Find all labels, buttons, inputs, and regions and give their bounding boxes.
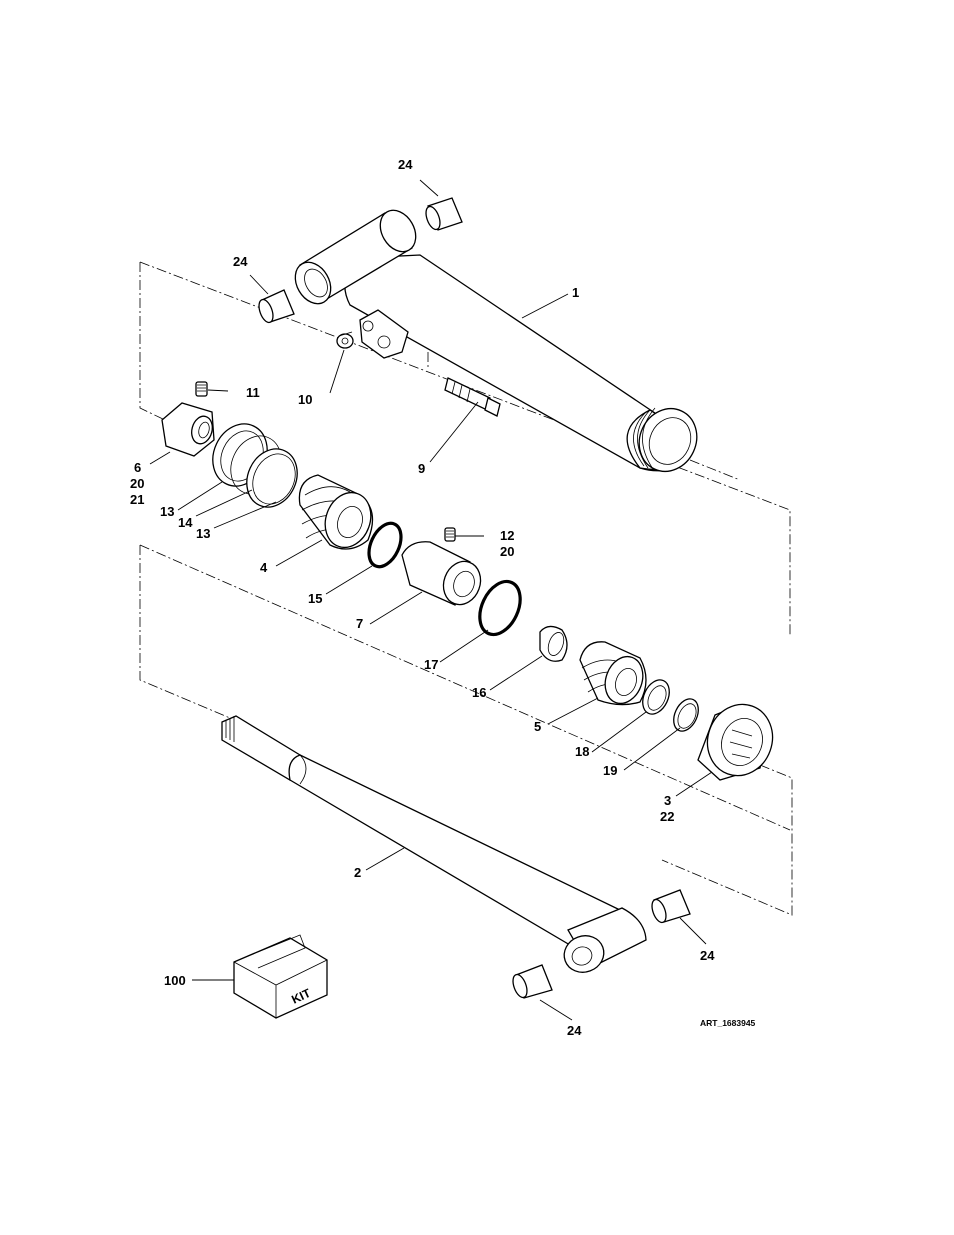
label-6-21: 21: [130, 492, 144, 507]
kit-box: KIT: [234, 935, 327, 1018]
piston-seal-rings: [203, 415, 307, 515]
label-11: 11: [246, 385, 260, 400]
set-screw-11: [196, 382, 207, 396]
label-6-20: 20: [130, 476, 144, 491]
set-screw-12: [445, 528, 455, 541]
label-10: 10: [298, 392, 312, 407]
label-6: 6: [134, 460, 141, 475]
label-1: 1: [572, 285, 579, 300]
label-24-right: 24: [700, 948, 715, 963]
label-3: 3: [664, 793, 671, 808]
label-24-bottom: 24: [567, 1023, 582, 1038]
label-9: 9: [418, 461, 425, 476]
fitting-plug: [337, 332, 353, 348]
label-7: 7: [356, 616, 363, 631]
cylinder-head: [698, 695, 783, 785]
label-3-22: 22: [660, 809, 674, 824]
bushing-right: [649, 890, 690, 924]
label-100: 100: [164, 973, 186, 988]
label-15: 15: [308, 591, 322, 606]
gland: [580, 642, 649, 709]
label-18: 18: [575, 744, 589, 759]
label-14: 14: [178, 515, 193, 530]
hex-nut: [162, 403, 215, 456]
label-5: 5: [534, 719, 541, 734]
label-13-lower: 13: [196, 526, 210, 541]
label-24-top: 24: [398, 157, 413, 172]
piston: [299, 475, 378, 554]
spacer-tube: [402, 542, 486, 610]
label-4: 4: [260, 560, 268, 575]
label-17: 17: [424, 657, 438, 672]
bushing-top: [423, 198, 462, 231]
art-identifier: ART_1683945: [700, 1018, 756, 1028]
label-12-20: 20: [500, 544, 514, 559]
label-12: 12: [500, 528, 514, 543]
label-16: 16: [472, 685, 486, 700]
ring-19: [669, 695, 703, 735]
label-19: 19: [603, 763, 617, 778]
label-24-left: 24: [233, 254, 248, 269]
label-2: 2: [354, 865, 361, 880]
ring-16: [540, 626, 567, 661]
label-13-upper: 13: [160, 504, 174, 519]
bushing-left: [256, 290, 294, 324]
bushing-bottom: [510, 965, 552, 999]
